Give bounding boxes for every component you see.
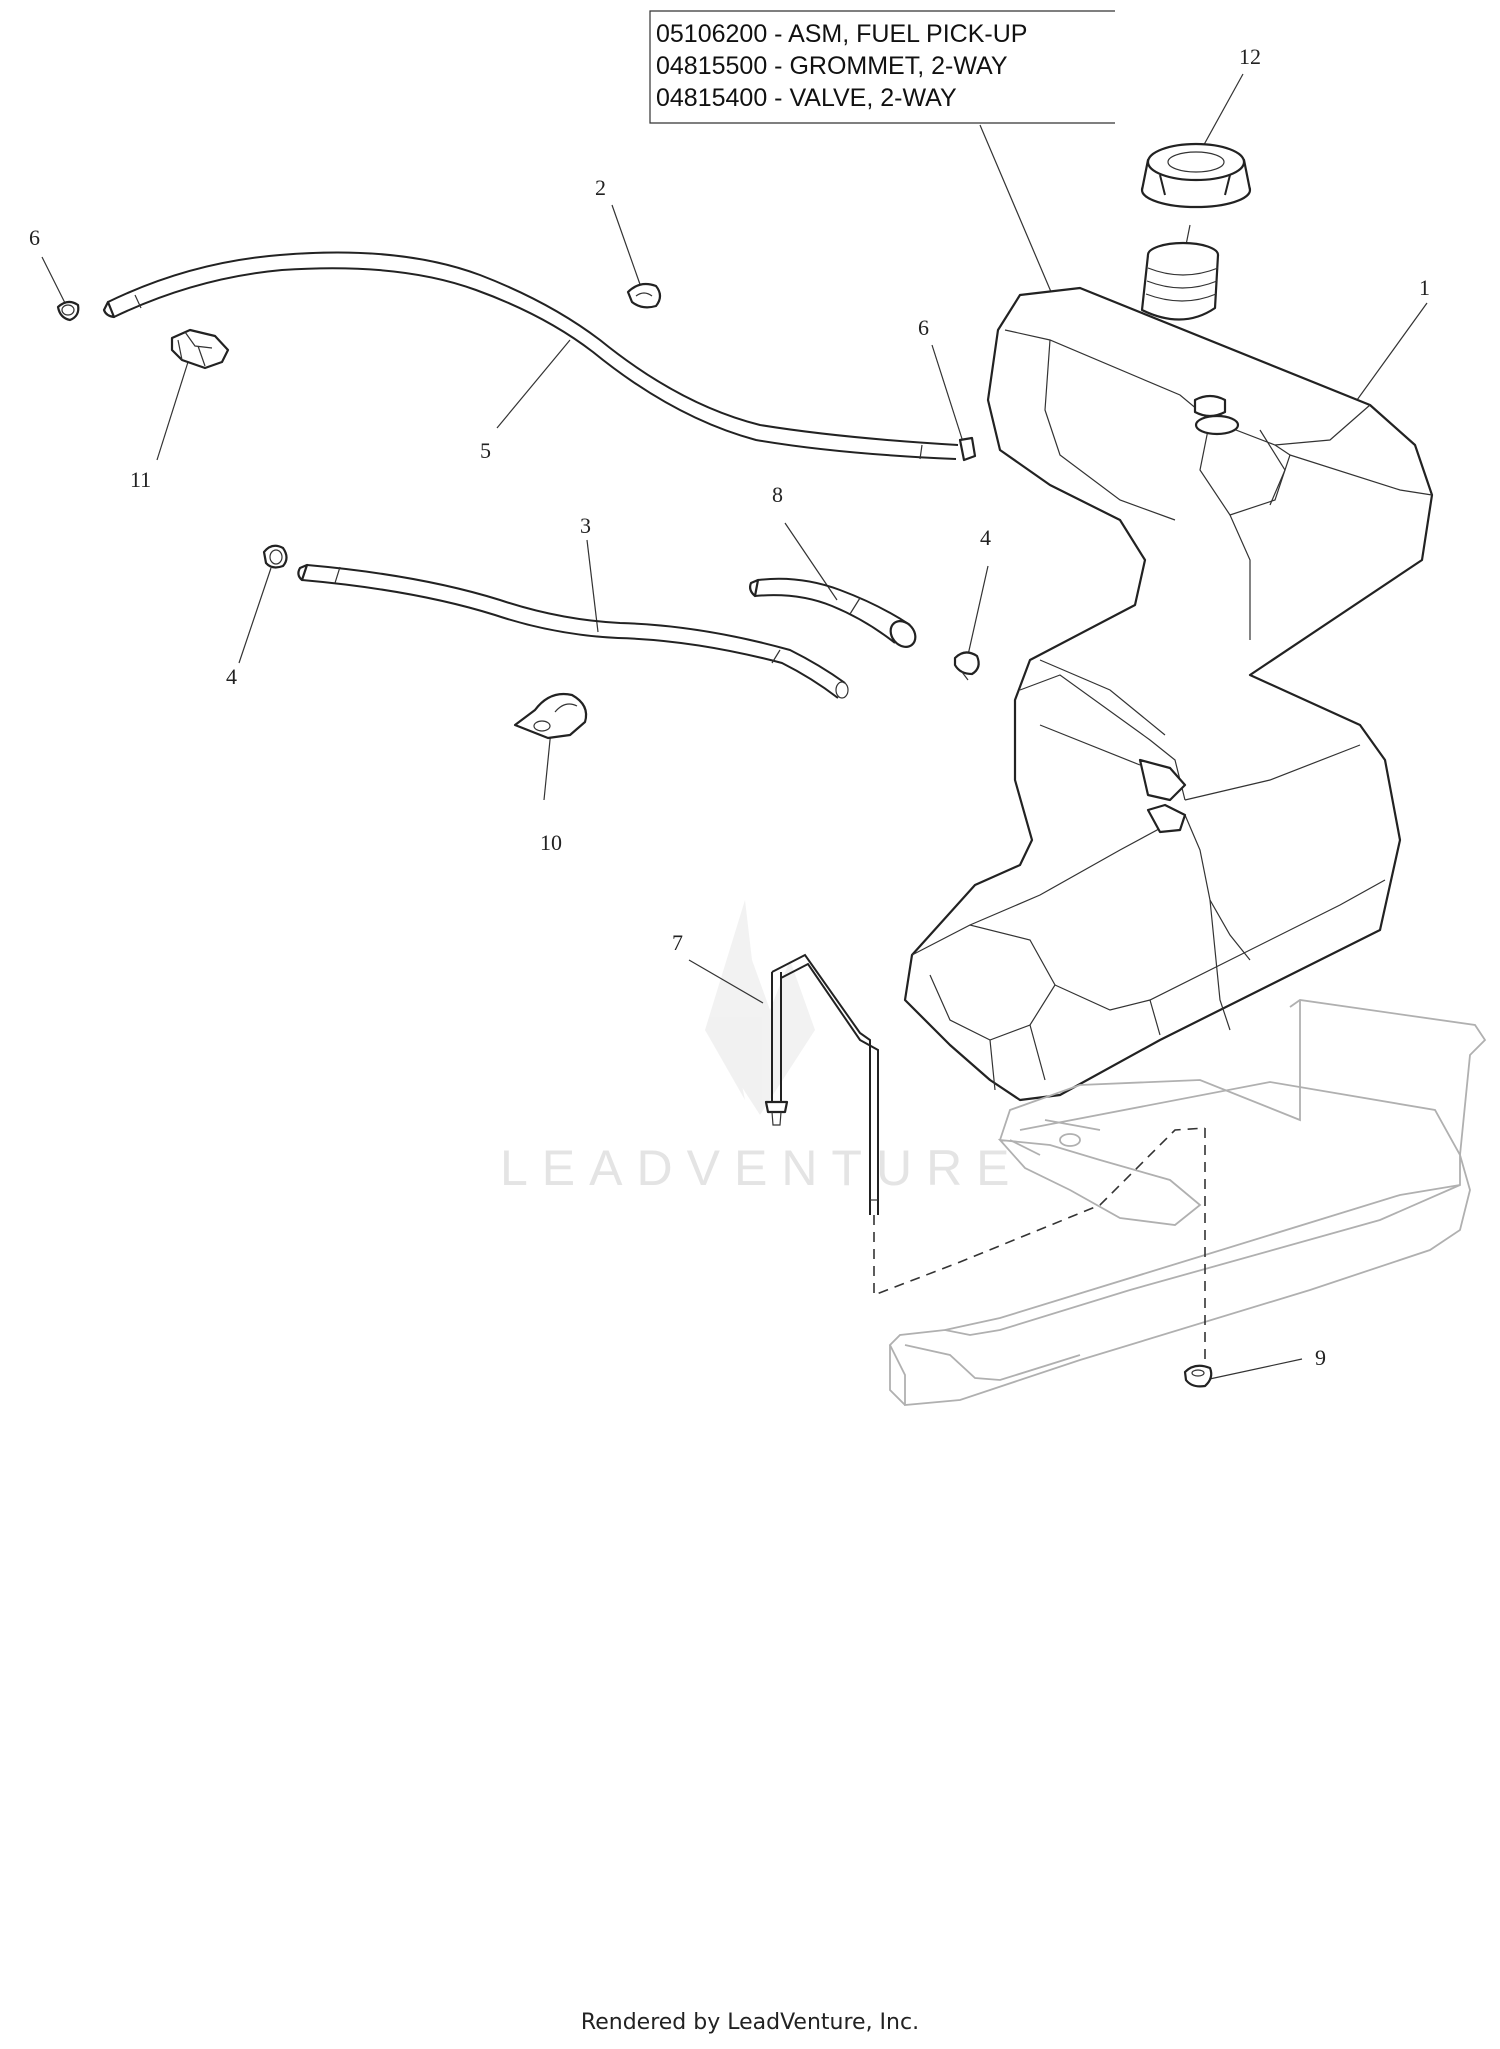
callout-numbers: 12 2 6 1 6 11 5 8 3 4 4 10 7 9: [29, 44, 1430, 1370]
p-clip-part: [513, 692, 588, 740]
elbow-hose-part: [749, 577, 917, 648]
callout-6: 6: [29, 225, 40, 250]
vent-tube-part: [764, 953, 879, 1215]
long-fuel-hose-part: [102, 251, 959, 460]
callout-9: 9: [1315, 1345, 1326, 1370]
callout-2: 2: [595, 175, 606, 200]
callout-5: 5: [480, 438, 491, 463]
hose-clamp-part-2: [626, 282, 662, 309]
watermark-text: LEADVENTURE: [500, 1140, 1024, 1196]
callout-10: 10: [540, 830, 562, 855]
callout-4: 4: [980, 525, 991, 550]
fuel-hose-part: [297, 563, 849, 699]
footer-credit: Rendered by LeadVenture, Inc.: [580, 2010, 920, 2035]
hose-clamp-part-6a: [56, 300, 80, 322]
hose-clamp-part-4a: [262, 544, 288, 569]
fuel-cap-part: [1140, 142, 1252, 209]
callout-7: 7: [672, 930, 683, 955]
hose-clamp-part-6b: [958, 436, 977, 462]
callout-8: 8: [772, 482, 783, 507]
assembly-dashed-lines: [873, 1127, 1206, 1365]
grommet-part: [1183, 1364, 1213, 1388]
parts-box-line-3: 04815400 - VALVE, 2-WAY: [656, 84, 957, 112]
exploded-view-drawing: LEADVENTURE 05106200 - ASM, FUEL PICK-UP…: [29, 10, 1487, 1406]
hose-retainer-clip-part: [170, 328, 230, 370]
parts-box-line-1: 05106200 - ASM, FUEL PICK-UP: [656, 20, 1027, 48]
callout-6b: 6: [918, 315, 929, 340]
parts-box-line-2: 04815500 - GROMMET, 2-WAY: [656, 52, 1008, 80]
callout-11: 11: [130, 467, 151, 492]
callout-4b: 4: [226, 664, 237, 689]
fuel-tank-part: [903, 241, 1434, 1102]
callout-1: 1: [1419, 275, 1430, 300]
parts-reference-box: 05106200 - ASM, FUEL PICK-UP 04815500 - …: [649, 10, 1115, 124]
callout-3: 3: [580, 513, 591, 538]
hose-clamp-part-4b: [953, 651, 980, 681]
callout-12: 12: [1239, 44, 1261, 69]
leadventure-flame-logo-icon: [705, 900, 815, 1115]
